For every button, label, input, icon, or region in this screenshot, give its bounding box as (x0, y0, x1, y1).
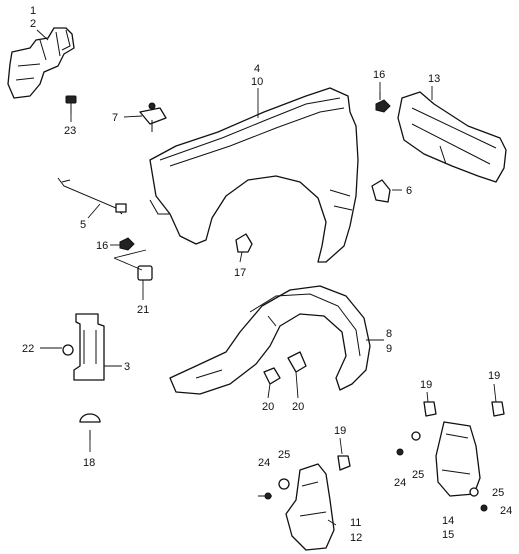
callout-8: 8 (386, 328, 392, 340)
bracket-3-part (73, 313, 105, 381)
callout-25-rear-upper: 25 (412, 469, 424, 481)
fender-stay-part (57, 177, 127, 215)
bolt-23-part (65, 95, 77, 114)
front-mudguard-part (285, 463, 335, 551)
front-fender-part (149, 87, 359, 263)
washer-25-rear-lower-part (469, 487, 479, 497)
callout-21: 21 (137, 304, 149, 316)
callout-15: 15 (442, 529, 454, 541)
leader-lines (36, 29, 497, 526)
callout-24-front: 24 (258, 457, 270, 469)
bolt-16-upper-part (375, 92, 391, 113)
clip-19-rear-left-part (423, 401, 437, 417)
screw-24-rear-lower-part (480, 504, 488, 512)
callout-3: 3 (124, 361, 130, 373)
callout-13: 13 (428, 73, 440, 85)
clip-6-part (371, 179, 391, 203)
callout-1: 1 (30, 5, 36, 17)
callout-17: 17 (234, 267, 246, 279)
callout-10: 10 (251, 76, 263, 88)
callout-14: 14 (442, 515, 454, 527)
clip-20-left-part (263, 367, 281, 385)
bolt-16-lower-part (119, 237, 135, 251)
callout-20-left: 20 (262, 401, 274, 413)
screw-24-rear-upper-part (396, 448, 404, 456)
callout-24-rear-lower: 24 (500, 505, 512, 517)
callout-25-front: 25 (278, 449, 290, 461)
callout-19-rear-right: 19 (488, 370, 500, 382)
callout-18: 18 (83, 457, 95, 469)
nut-21-part (137, 265, 153, 281)
clip-20-right-part (287, 351, 307, 373)
inner-fender-liner-part (169, 285, 371, 395)
callout-5: 5 (80, 219, 86, 231)
callout-2: 2 (30, 18, 36, 30)
callout-25-rear-lower: 25 (492, 487, 504, 499)
callout-24-rear-upper: 24 (394, 477, 406, 489)
clip-19-front-part (337, 455, 351, 471)
callout-9: 9 (386, 343, 392, 355)
callout-7: 7 (112, 112, 118, 124)
callout-numbers: 1 2 3 4 5 6 7 8 9 10 11 12 13 14 15 16 1… (22, 5, 512, 544)
clip-17-part (235, 233, 253, 253)
washer-25-front-part (278, 478, 290, 490)
callout-4: 4 (254, 63, 260, 75)
fender-bracket-part (7, 27, 75, 99)
callout-22: 22 (22, 343, 34, 355)
callout-6: 6 (406, 185, 412, 197)
rear-mudguard-part (435, 421, 481, 497)
callout-19-front: 19 (334, 425, 346, 437)
callout-19-rear-left: 19 (420, 379, 432, 391)
splash-shield-part (397, 91, 507, 183)
clip-19-rear-right-part (491, 401, 505, 417)
callout-20-right: 20 (292, 401, 304, 413)
callout-16-upper: 16 (373, 69, 385, 81)
callout-23: 23 (64, 125, 76, 137)
callout-12: 12 (350, 532, 362, 544)
washer-25-rear-upper-part (411, 431, 421, 441)
callout-11: 11 (350, 517, 361, 529)
callout-16-lower: 16 (96, 240, 108, 252)
screw-24-front-part (258, 492, 272, 500)
plug-18-part (79, 413, 101, 440)
clip-7-part (139, 102, 167, 132)
grommet-22-part (62, 344, 74, 356)
